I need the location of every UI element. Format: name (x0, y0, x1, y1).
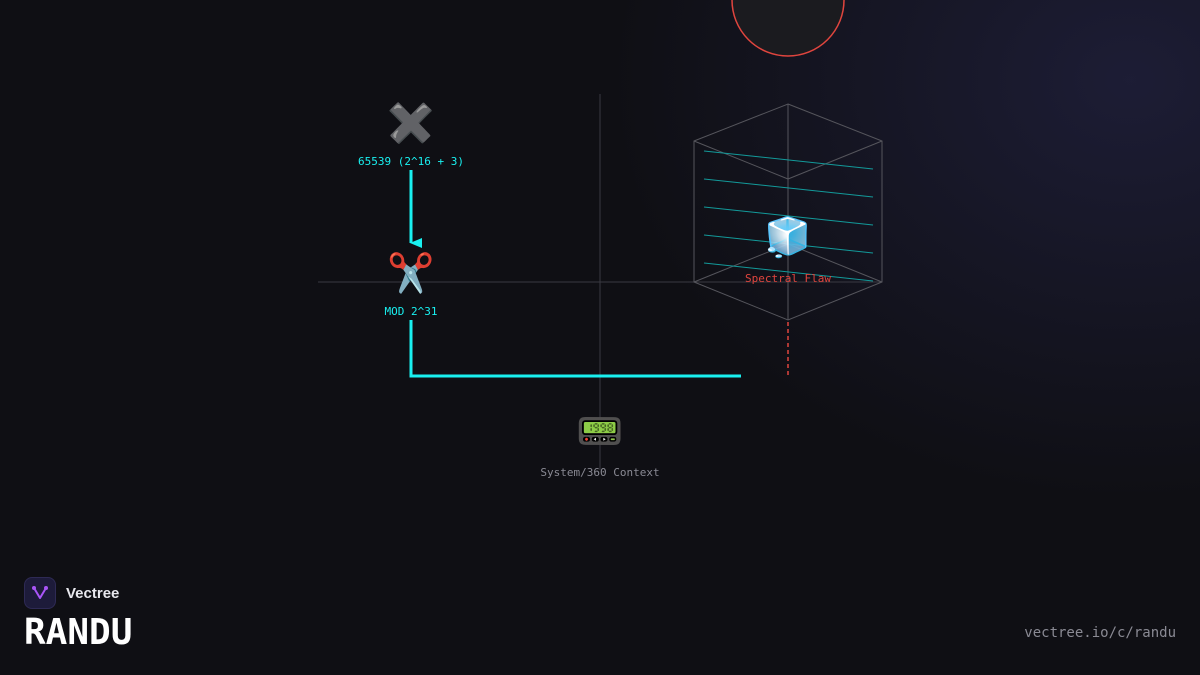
top-circle (731, 0, 845, 57)
hyperplane-cube (693, 103, 883, 321)
pager-icon: 📟 (576, 409, 624, 453)
page-title: RANDU (24, 612, 133, 653)
ice-cube-icon: 🧊 (764, 215, 812, 259)
multiplier-label: 65539 (2^16 + 3) (358, 155, 464, 168)
flow-connector (409, 320, 741, 378)
scissors-icon: ✂️ (387, 251, 435, 295)
flaw-label: Spectral Flaw (744, 272, 832, 285)
multiply-icon: ✖️ (387, 101, 435, 145)
hyperplane-lines (703, 150, 874, 282)
modulus-label: MOD 2^31 (384, 305, 438, 318)
vectree-logo-icon (24, 577, 56, 609)
brand-name: Vectree (66, 584, 120, 602)
page-url[interactable]: vectree.io/c/randu (1024, 625, 1176, 641)
brand: Vectree (24, 577, 119, 609)
context-label: System/360 Context (540, 466, 660, 479)
